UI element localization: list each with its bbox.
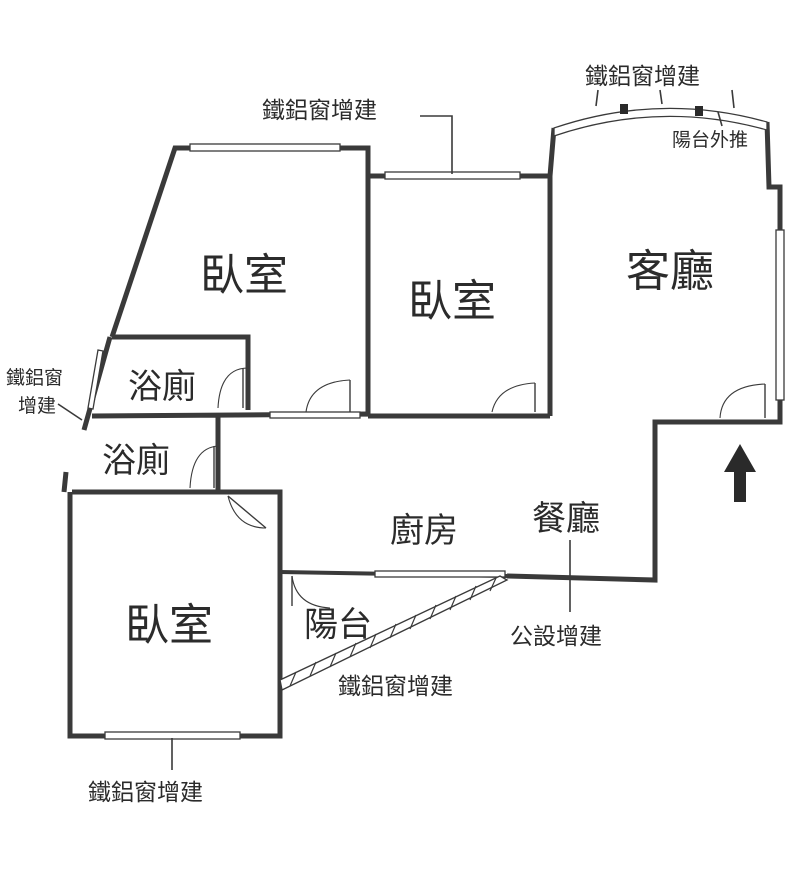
door-balcony	[291, 575, 331, 609]
label-bathroom-upper: 浴廁	[128, 367, 196, 407]
leader-balcony-extension	[717, 111, 723, 127]
label-bathroom-lower: 浴廁	[102, 441, 170, 481]
note-window-addition-top-right: 鐵鋁窗增建	[585, 64, 700, 90]
door-bedroom-bottom	[227, 495, 267, 529]
window-mullion-right	[695, 106, 703, 116]
label-dining-room: 餐廳	[532, 499, 600, 539]
label-bedroom-top-left: 臥室	[200, 250, 288, 301]
window-living-room-side	[775, 229, 785, 401]
window-bedroom-top-left	[189, 143, 341, 152]
window-kitchen	[374, 570, 506, 578]
arrow-up-icon	[724, 444, 756, 502]
door-bedroom-top-middle	[491, 382, 536, 413]
label-balcony: 陽台	[304, 605, 372, 645]
note-public-addition: 公設增建	[510, 624, 602, 650]
window-bedroom-bottom	[104, 731, 241, 740]
door-bathroom-upper	[217, 367, 249, 409]
window-mullion-left	[620, 104, 628, 114]
note-window-left-2: 增建	[18, 395, 56, 417]
label-bedroom-top-middle: 臥室	[408, 276, 496, 327]
note-window-left-1: 鐵鋁窗	[6, 367, 63, 389]
note-window-addition-balcony: 鐵鋁窗增建	[338, 674, 453, 700]
wall-living-room	[506, 121, 783, 583]
note-window-addition-top: 鐵鋁窗增建	[262, 98, 377, 124]
leader-window-left	[57, 403, 83, 421]
note-balcony-extension: 陽台外推	[672, 129, 748, 151]
leader-window-top	[420, 115, 453, 174]
wall-bathrooms	[81, 334, 550, 490]
window-corridor	[269, 411, 361, 419]
label-kitchen: 廚房	[390, 511, 458, 551]
hatch-lines	[289, 577, 497, 687]
balcony-hatched-window	[279, 575, 509, 692]
label-living-room: 客廳	[626, 246, 714, 297]
door-bedroom-top-left	[305, 379, 351, 413]
door-living-room	[719, 383, 766, 419]
wall-lower-left	[61, 471, 283, 739]
window-left-bath	[87, 349, 104, 410]
door-bathroom-lower	[189, 445, 219, 489]
leader-window-top-right	[595, 89, 735, 109]
note-window-addition-bottom: 鐵鋁窗增建	[88, 780, 203, 806]
label-bedroom-bottom: 臥室	[125, 600, 213, 651]
